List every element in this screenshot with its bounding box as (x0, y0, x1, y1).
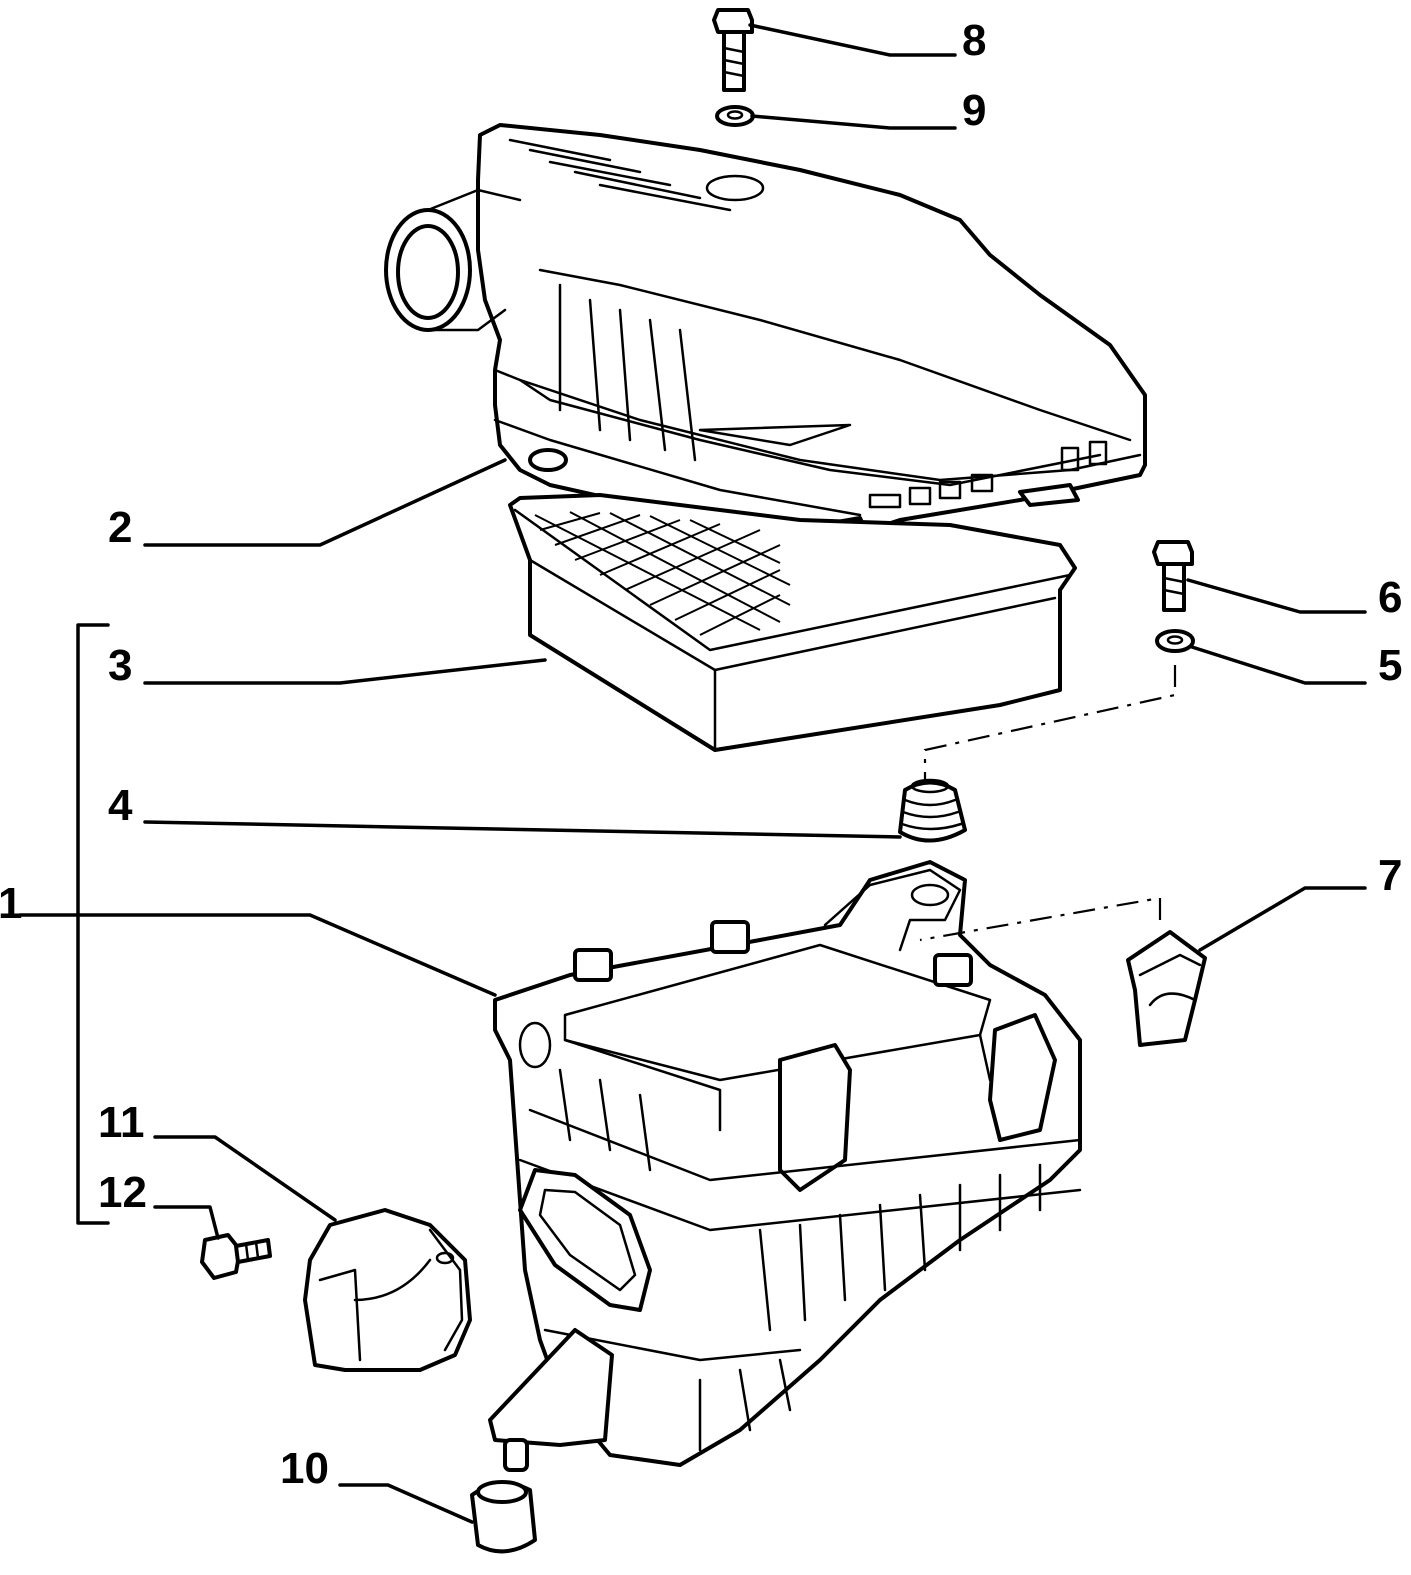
clip-part-7 (1126, 930, 1207, 1047)
callout-11: 11 (98, 1098, 145, 1147)
bolt-part-6 (1152, 540, 1194, 612)
callout-2: 2 (108, 503, 132, 552)
callout-12: 12 (98, 1168, 147, 1217)
rubber-mount-part-10 (470, 1480, 537, 1554)
leader-7 (1198, 886, 1367, 952)
leader-12 (153, 1205, 220, 1240)
leader-5 (1190, 645, 1367, 685)
washer-part-9 (715, 105, 755, 127)
filter-element-part-3 (508, 493, 1077, 752)
washer-part-5 (1155, 629, 1195, 653)
filter-housing-part-1 (488, 860, 1082, 1472)
bolt-part-8 (712, 8, 754, 92)
callout-1: 1 (0, 879, 22, 928)
leader-2 (143, 458, 507, 547)
leader-1 (18, 913, 497, 997)
rubber-mount-part-4 (898, 778, 967, 843)
leader-6 (1186, 578, 1367, 614)
leader-3 (143, 658, 547, 685)
assembly-lines (919, 665, 1177, 942)
leader-4 (143, 820, 902, 839)
callout-3: 3 (108, 641, 132, 690)
callout-9: 9 (962, 86, 986, 135)
filter-cover-part-2 (384, 123, 1147, 547)
leader-8 (748, 23, 957, 57)
leader-9 (750, 114, 957, 130)
leader-11 (153, 1135, 337, 1222)
inlet-duct-part-11 (303, 1208, 472, 1372)
screw-part-12 (200, 1233, 272, 1280)
leader-lines (18, 23, 1367, 1524)
callout-7: 7 (1378, 851, 1402, 900)
callout-labels: 1 2 3 4 5 6 7 8 9 10 11 12 (0, 16, 1402, 1493)
callout-10: 10 (280, 1444, 329, 1493)
callout-6: 6 (1378, 573, 1402, 622)
leader-10 (338, 1483, 474, 1524)
callout-4: 4 (108, 781, 133, 830)
callout-5: 5 (1378, 641, 1402, 690)
group-bracket (76, 623, 110, 1225)
callout-8: 8 (962, 16, 986, 65)
